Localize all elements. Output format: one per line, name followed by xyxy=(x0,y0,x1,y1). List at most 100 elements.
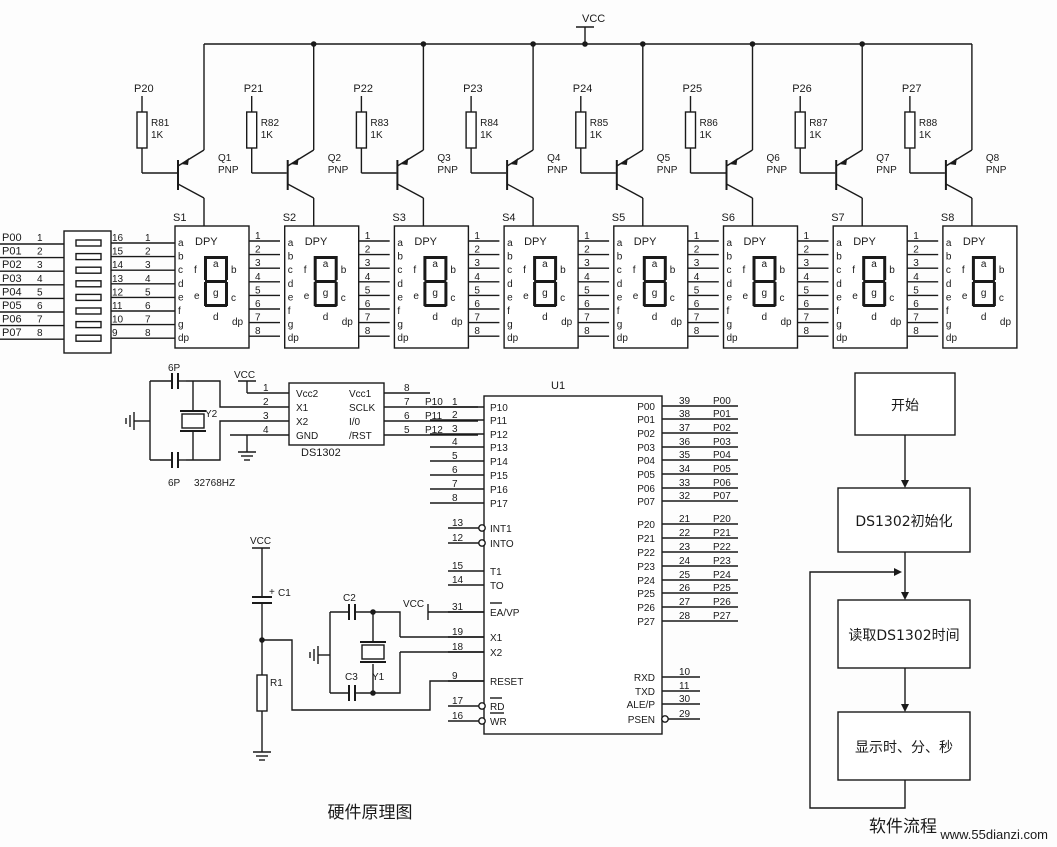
port-pin-label: P21 xyxy=(244,83,264,95)
segment-pin-number: 2 xyxy=(474,245,480,256)
net-label: P12 xyxy=(425,425,443,436)
transistor-name: Q1 xyxy=(218,153,232,164)
mcu-pin-label: EA/VP xyxy=(490,608,520,619)
mcu-pin-number: 26 xyxy=(679,583,691,594)
p0-bus-label: P00 xyxy=(2,232,22,244)
segment-letter: d xyxy=(213,312,219,323)
segment-g xyxy=(314,280,337,283)
segment-pin-label: dp xyxy=(178,333,190,344)
net-label: P11 xyxy=(425,411,442,422)
segment-a xyxy=(205,256,227,259)
segment-c xyxy=(334,282,338,306)
segment-pin-label: a xyxy=(288,238,294,249)
segment-pin-label: c xyxy=(288,265,293,276)
flow-arrowhead xyxy=(894,568,902,576)
mcu-pin-number: 13 xyxy=(452,518,464,529)
resistor-value: 1K xyxy=(809,130,822,141)
segment-pin-number: 3 xyxy=(365,258,371,269)
segment-e xyxy=(204,282,207,306)
segment-pin-number: 4 xyxy=(255,272,261,283)
p0-bus-label: P03 xyxy=(2,273,22,285)
resistor-body xyxy=(136,111,148,149)
seven-segment-display-5 xyxy=(613,225,689,349)
ds1302-pin-number: 8 xyxy=(404,383,410,394)
segment-pin-number: 2 xyxy=(365,245,371,256)
net-label: P26 xyxy=(713,597,731,608)
transistor-type: PNP xyxy=(218,165,239,176)
segment-pin-number: 6 xyxy=(694,299,700,310)
segment-d xyxy=(314,304,337,307)
digit-pin-number: 4 xyxy=(145,274,151,285)
emitter-arrow xyxy=(510,158,519,165)
resistor-body xyxy=(575,111,587,149)
transistor-collector xyxy=(506,183,534,199)
capacitor-6p-bottom xyxy=(171,452,179,468)
segment-pin-number: 7 xyxy=(913,313,919,324)
segment-pin-number: 2 xyxy=(913,245,919,256)
transistor-name: Q3 xyxy=(437,153,451,164)
segment-pin-number: 1 xyxy=(913,231,919,242)
segment-letter: b xyxy=(560,265,566,276)
vcc-label: VCC xyxy=(250,536,271,547)
ds1302-pin-label: /RST xyxy=(349,431,372,442)
segment-c xyxy=(992,282,996,306)
segment-pin-label: g xyxy=(288,320,294,331)
segment-letter: g xyxy=(213,288,219,299)
segment-f xyxy=(423,256,427,280)
segment-d xyxy=(972,304,995,307)
segment-letter: d xyxy=(981,312,987,323)
port-pin-label: P23 xyxy=(463,83,483,95)
segment-letter: f xyxy=(523,265,526,276)
resistor-pack-element xyxy=(75,334,102,342)
segment-letter: d xyxy=(542,312,548,323)
p0-bus-label: P02 xyxy=(2,259,22,271)
segment-letter: g xyxy=(981,288,987,299)
segment-letter: g xyxy=(323,288,329,299)
segment-letter: e xyxy=(852,291,858,302)
segment-f xyxy=(752,256,756,280)
ds1302-pin-number: 4 xyxy=(263,425,269,436)
segment-pin-label: d xyxy=(836,279,842,290)
ds1302-pin-label: Vcc1 xyxy=(349,389,372,400)
seven-segment-display-7 xyxy=(832,225,908,349)
segment-letter: e xyxy=(743,291,749,302)
watermark: www.55dianzi.com xyxy=(939,827,1048,842)
net-label: P20 xyxy=(713,514,731,525)
net-label: P07 xyxy=(713,491,731,502)
segment-pin-number: 4 xyxy=(694,272,700,283)
transistor-collector xyxy=(616,183,644,199)
segment-d xyxy=(534,304,557,307)
segment-e xyxy=(642,282,646,306)
ds1302-pin-number: 6 xyxy=(404,411,410,422)
flowchart-step-label: 读取DS1302时间 xyxy=(848,627,959,644)
segment-pin-label: f xyxy=(617,306,620,317)
segment-letter: g xyxy=(652,288,658,299)
resistor-pack-pin: 9 xyxy=(112,328,118,339)
segment-pin-label: c xyxy=(946,265,951,276)
segment-pin-label: c xyxy=(836,265,841,276)
segment-e xyxy=(533,282,537,306)
segment-pin-number: 4 xyxy=(804,272,810,283)
segment-e xyxy=(971,282,975,306)
resistor-body xyxy=(355,111,368,149)
segment-pin-number: 2 xyxy=(694,245,700,256)
net-label: P10 xyxy=(425,397,443,408)
net-label: P04 xyxy=(713,450,731,461)
display-label: DPY xyxy=(744,236,767,248)
mcu-pin-number: 15 xyxy=(452,561,464,572)
segment-letter: dp xyxy=(561,317,573,328)
resistor-pack-pin: 7 xyxy=(37,315,43,326)
mcu-pin-label: P01 xyxy=(637,415,655,426)
segment-pin-number: 7 xyxy=(804,313,810,324)
segment-letter: a xyxy=(762,259,768,270)
ds1302-pin-label: X2 xyxy=(296,417,309,428)
resistor-name: R82 xyxy=(261,118,280,129)
mcu-pin-number: 32 xyxy=(679,491,691,502)
segment-pin-number: 7 xyxy=(474,313,480,324)
segment-d xyxy=(753,304,776,307)
mcu-pin-number: 22 xyxy=(679,528,691,539)
seven-segment-display-4 xyxy=(503,225,579,349)
resistor-pack-pin: 6 xyxy=(37,301,43,312)
segment-pin-number: 8 xyxy=(804,326,810,337)
mcu-pin-number: 6 xyxy=(452,465,458,476)
